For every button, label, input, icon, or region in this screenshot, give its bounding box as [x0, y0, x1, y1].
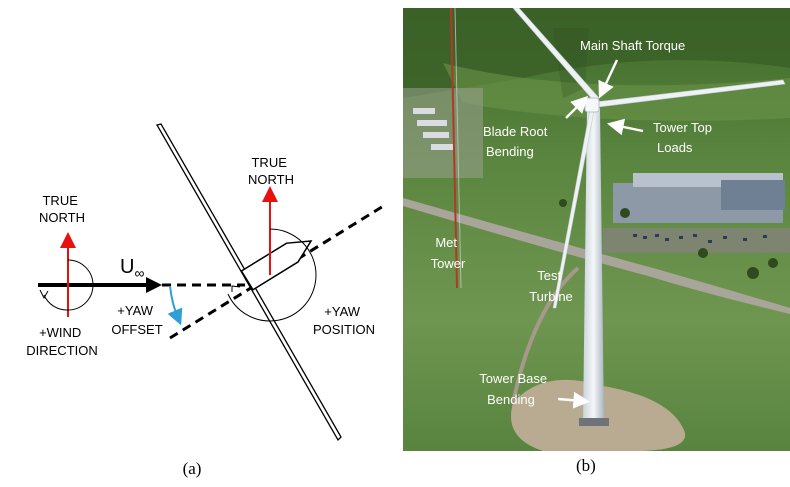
yaw-offset-label: +YAW OFFSET	[111, 303, 162, 337]
u-infinity-label: U∞	[120, 256, 144, 281]
label-main-shaft-torque: Main Shaft Torque	[580, 38, 685, 53]
arrow-tower-top	[606, 118, 644, 136]
turbine-photo: Main Shaft Torque Blade Root Bending Tow…	[403, 8, 790, 451]
label-tower-top-loads: Tower Top Loads	[653, 120, 716, 155]
wind-direction-label: +WIND DIRECTION	[26, 325, 98, 358]
wind-direction-arc	[43, 259, 94, 311]
true-north-right-label: TRUE NORTH	[248, 155, 294, 187]
yaw-diagram: TRUE NORTH TRUE NORTH U∞ +YAW OFFSET +WI…	[26, 123, 386, 478]
turbine-tower	[583, 108, 604, 424]
label-tower-base-bending: Tower Base Bending	[479, 371, 551, 407]
yaw-position-label: +YAW POSITION	[313, 304, 375, 337]
label-test-turbine: Test Turbine	[529, 268, 573, 304]
label-met-tower: Met Tower	[431, 235, 466, 271]
nacelle	[240, 240, 313, 291]
arrow-blade-root	[565, 95, 589, 119]
wind-direction-arc-head	[39, 289, 49, 300]
met-tower-mast	[450, 8, 458, 289]
true-north-left-label: TRUE NORTH	[39, 193, 85, 225]
yaw-offset-arc	[167, 285, 183, 326]
caption-a: (a)	[183, 459, 202, 478]
label-blade-root-bending: Blade Root Bending	[483, 124, 551, 159]
caption-b: (b)	[576, 456, 596, 475]
yaw-position-arc	[227, 228, 317, 322]
arrow-tower-base	[557, 391, 591, 409]
arrow-main-shaft	[598, 59, 619, 99]
turbine-photo-illustration: Main Shaft Torque Blade Root Bending Tow…	[403, 8, 790, 451]
wind-flow-arrow	[38, 277, 162, 293]
yaw-position-arc-head	[231, 285, 241, 292]
